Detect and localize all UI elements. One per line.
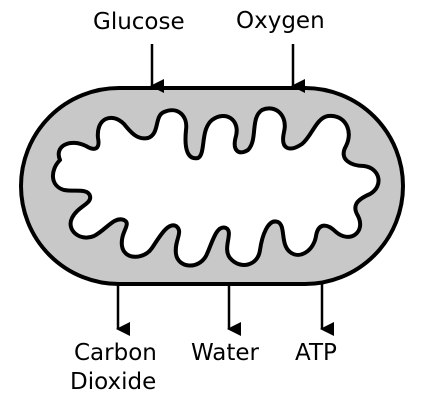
glucose-label: Glucose: [93, 9, 185, 35]
water-label: Water: [191, 340, 259, 366]
inner-membrane-cristae: [51, 106, 381, 268]
carbon-dioxide-label-line1: Carbon: [74, 340, 157, 366]
carbon-dioxide-label-line2: Dioxide: [70, 369, 157, 395]
oxygen-label: Oxygen: [236, 8, 325, 34]
atp-label: ATP: [295, 340, 337, 366]
